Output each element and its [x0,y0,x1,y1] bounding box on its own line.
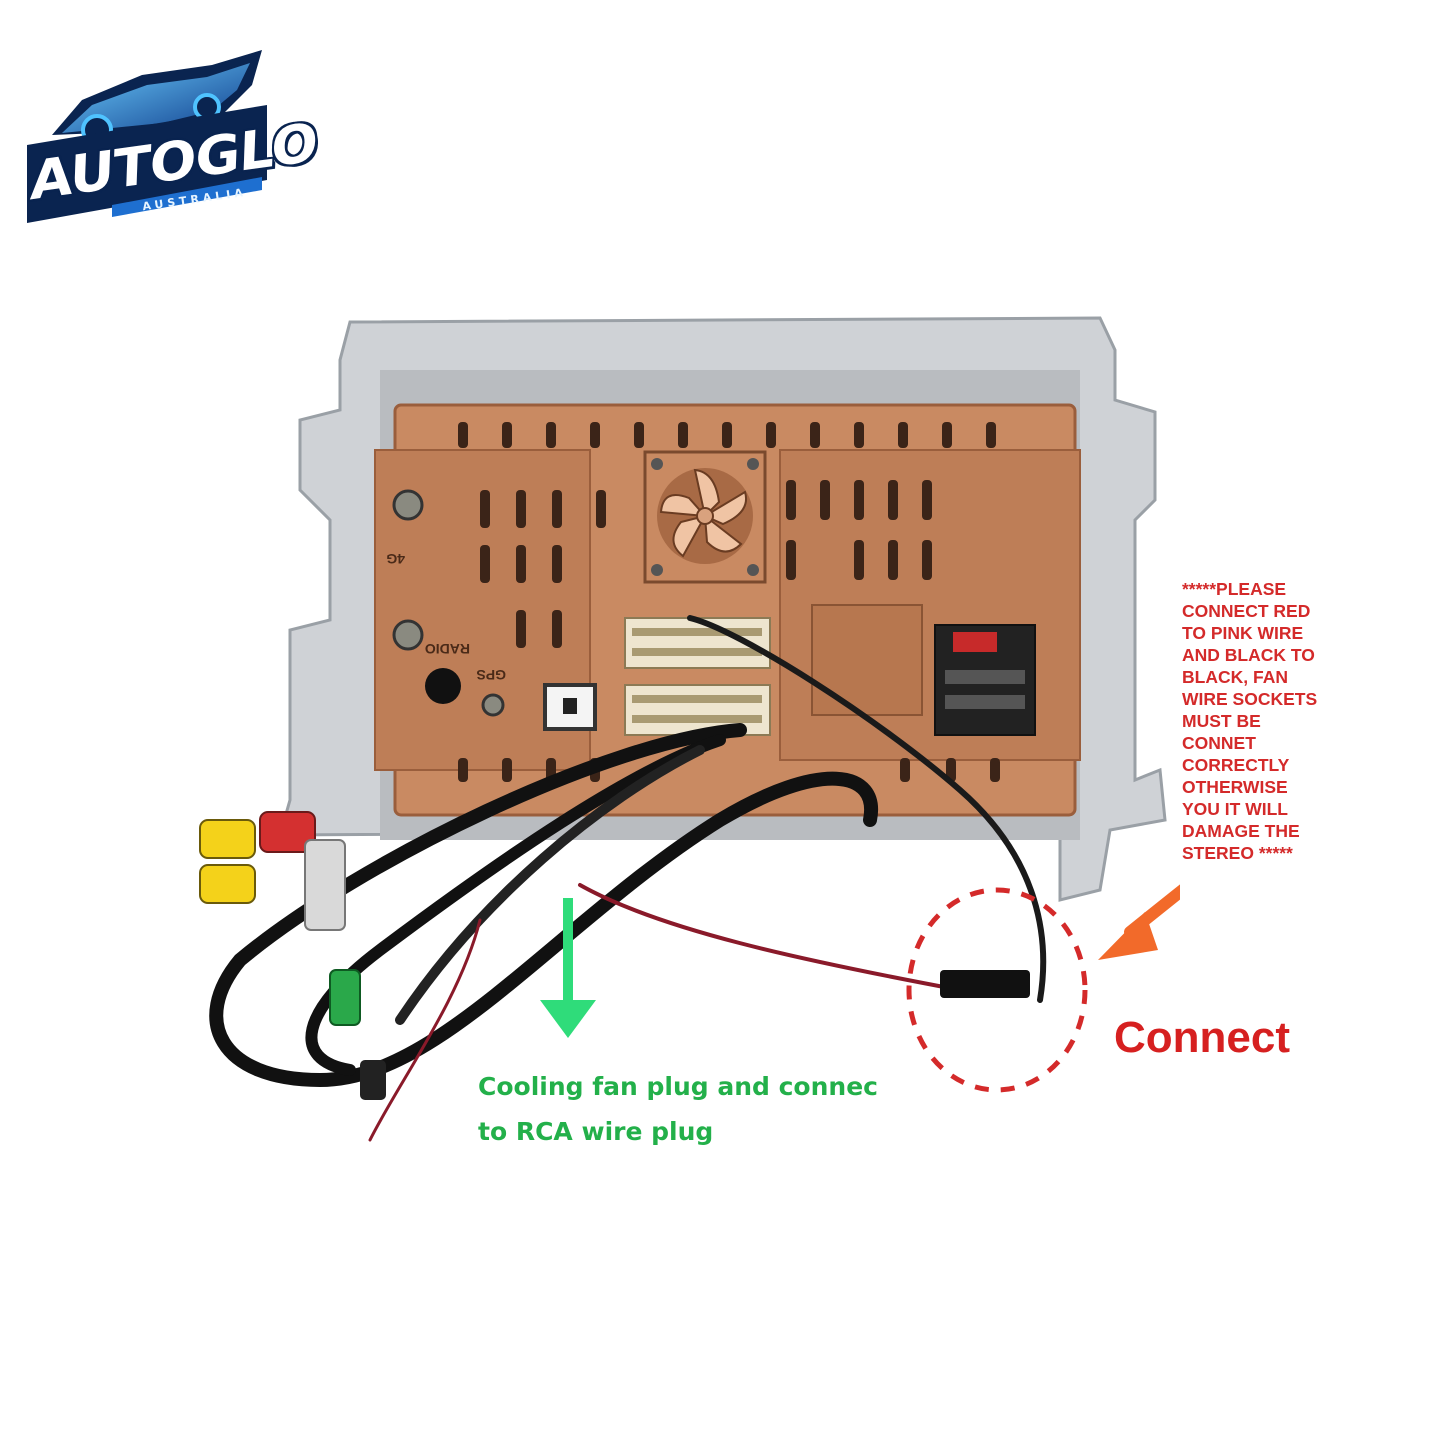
green-arrow-icon [540,898,596,1038]
warning-line: MUST BE [1182,711,1261,731]
cooling-fan [643,450,767,584]
warning-line: AND BLACK TO [1182,645,1315,665]
warning-line: DAMAGE THE [1182,821,1300,841]
stereo-unit-photo: 4G RADIO GPS [199,316,1180,1142]
warning-line: YOU IT WILL [1182,799,1288,819]
warning-line: CONNET [1182,733,1256,753]
warning-line: *****PLEASE [1182,579,1287,599]
fan-plug-note: Cooling fan plug and connec to RCA wire … [478,1064,878,1154]
label-gps: GPS [476,667,506,683]
car-logo-icon [27,50,267,223]
warning-line: TO PINK WIRE [1182,623,1304,643]
warning-line: OTHERWISE [1182,777,1288,797]
label-4g: 4G [386,551,405,567]
fan-note-line: Cooling fan plug and connec [478,1072,878,1101]
warning-note: *****PLEASE CONNECT RED TO PINK WIRE AND… [1182,578,1362,864]
connect-highlight-circle [906,887,1088,1093]
warning-line: WIRE SOCKETS [1182,689,1318,709]
fan-plug-connector [940,970,1030,998]
warning-line: CONNECT RED [1182,601,1311,621]
warning-line: CORRECTLY [1182,755,1290,775]
connect-label: Connect [1114,1013,1290,1062]
label-radio: RADIO [425,641,470,657]
fan-note-line: to RCA wire plug [478,1117,714,1146]
warning-line: STEREO ***** [1182,843,1293,863]
warning-line: BLACK, FAN [1182,667,1288,687]
orange-arrow-icon [1098,884,1180,960]
autoglo-logo: AUTOGLO AUSTRALIA [22,45,318,225]
